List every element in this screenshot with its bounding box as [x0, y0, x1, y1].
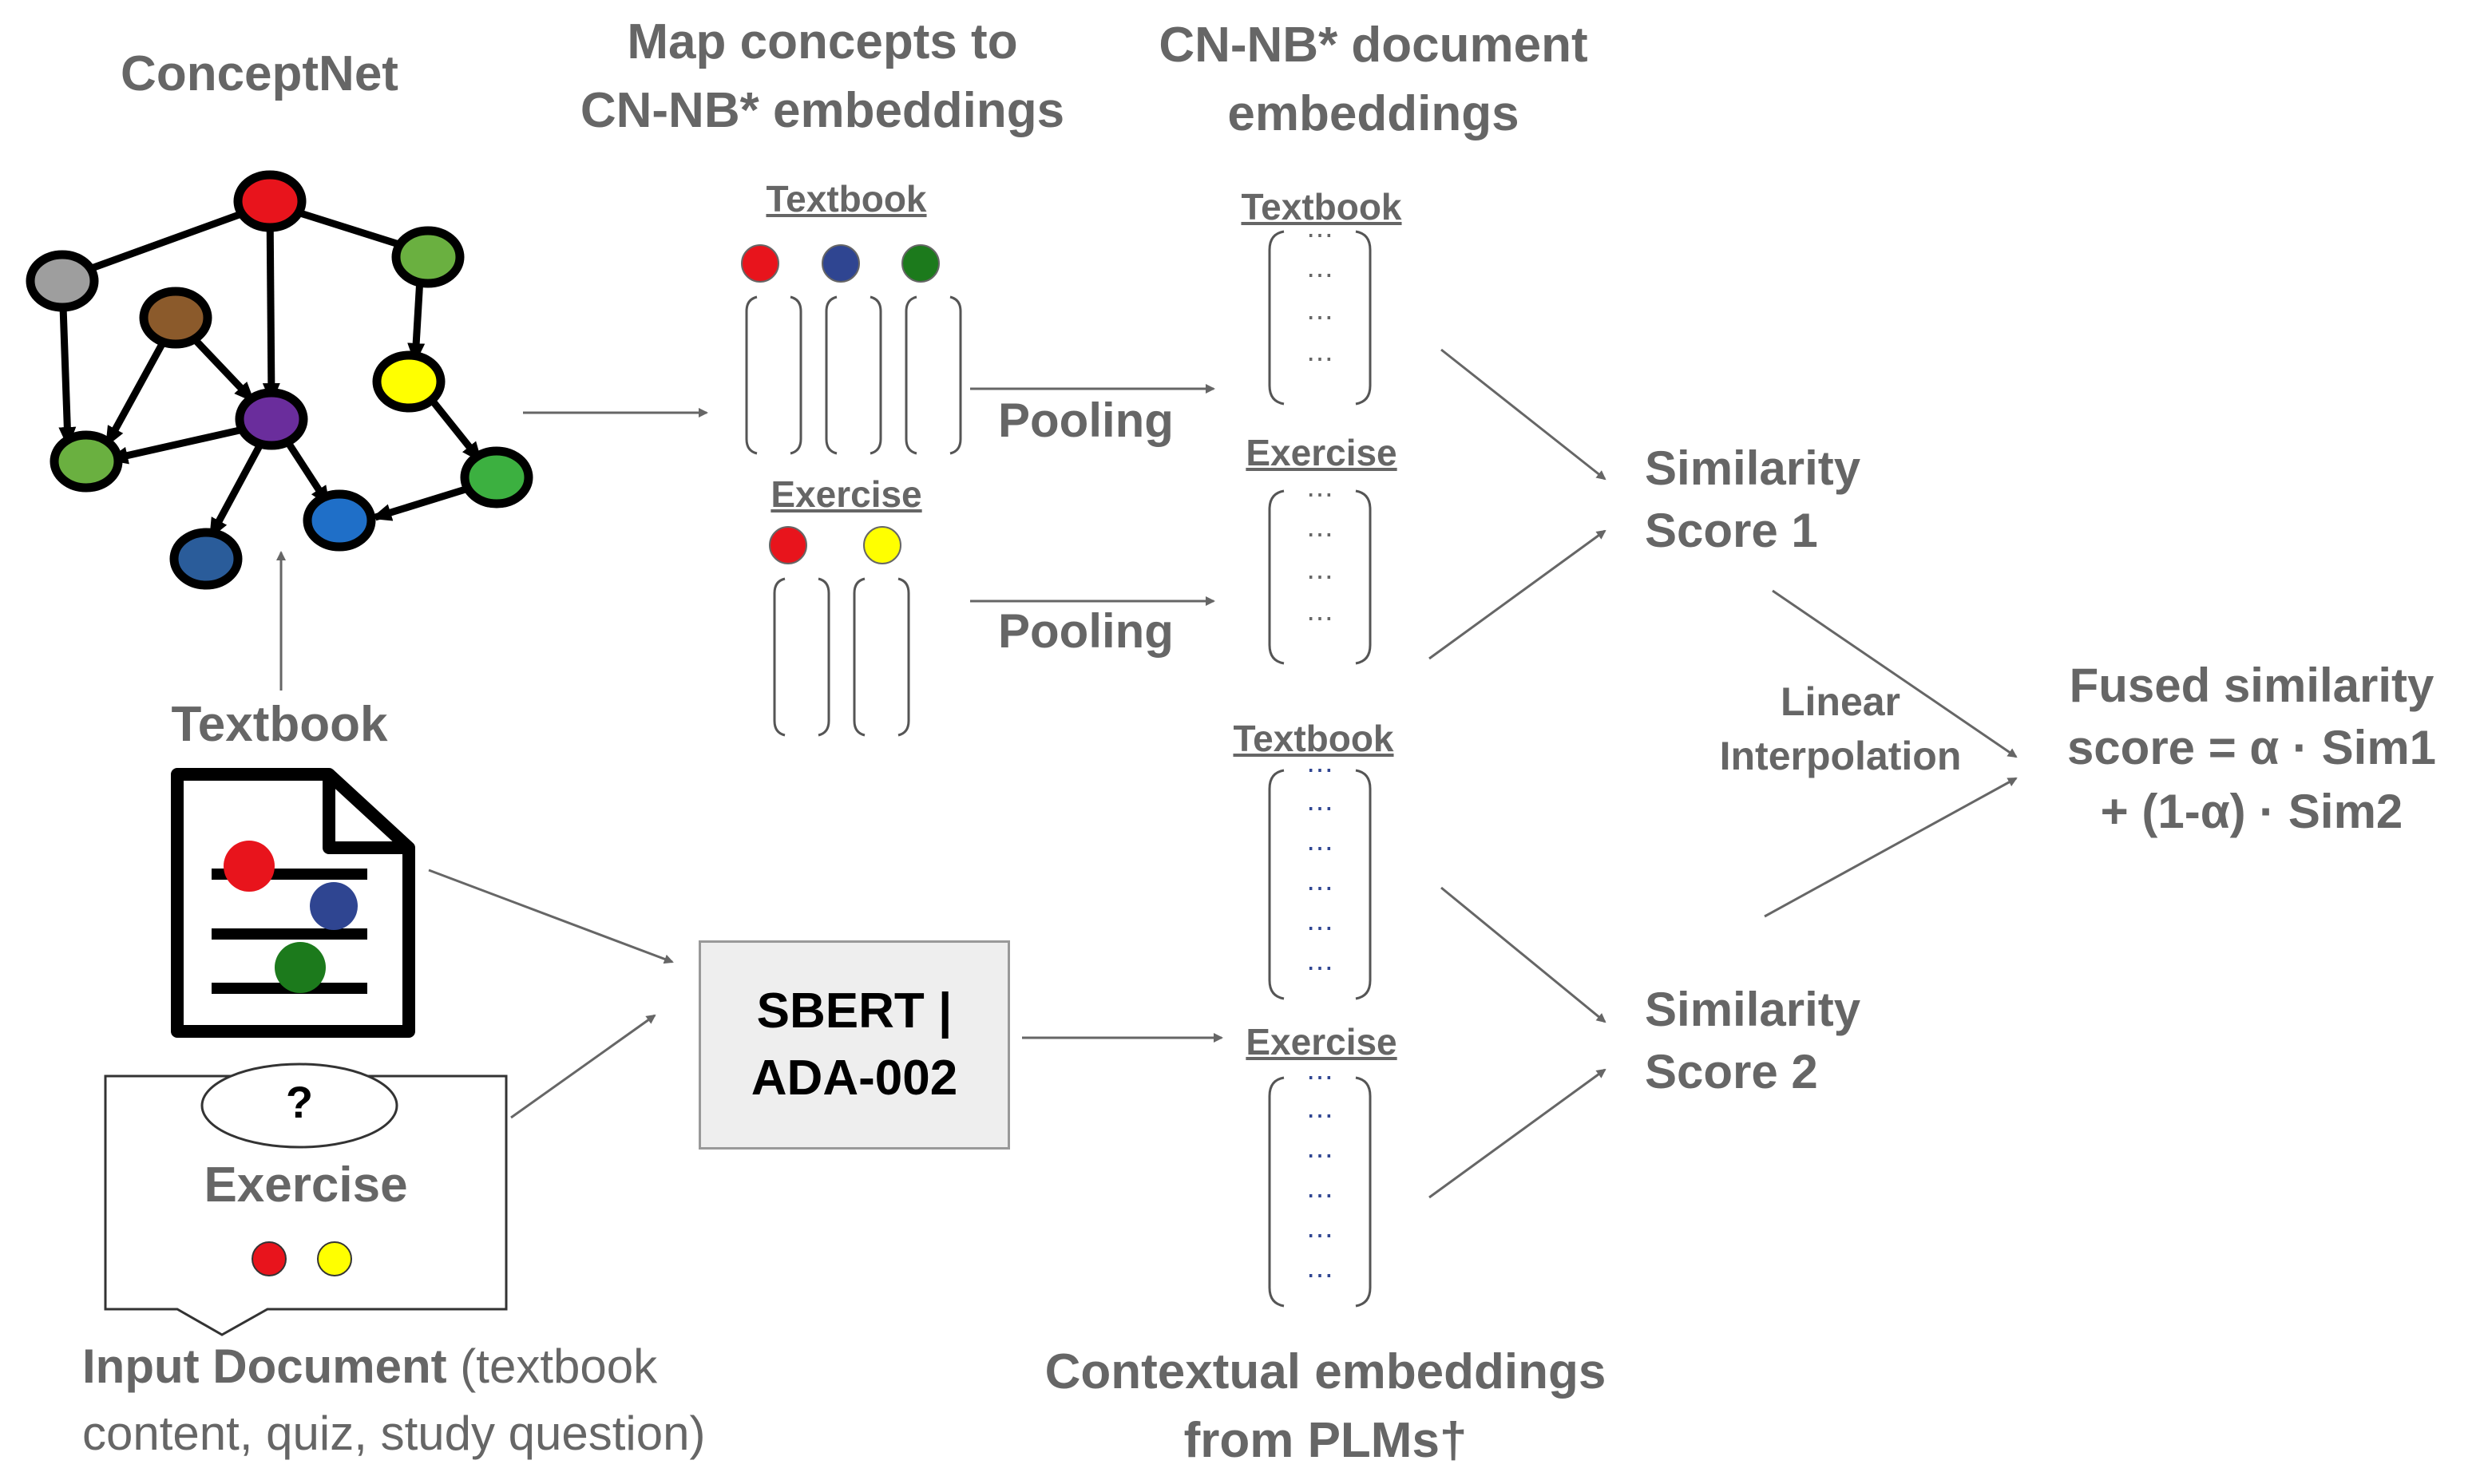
vector-entry: ⋯: [1306, 480, 1333, 510]
question-mark: ?: [285, 1077, 314, 1127]
linear-interpolation-line2: Interpolation: [1719, 734, 1962, 778]
vector-entry: ⋯: [1306, 562, 1333, 592]
input-document-bold: Input Document: [82, 1340, 447, 1393]
input-textbook-label: Textbook: [171, 697, 388, 752]
vector-entry: ⋯: [1306, 873, 1333, 904]
concept-vectors-exercise-label: Exercise: [771, 473, 922, 515]
similarity-score-2-line1: Similarity: [1645, 983, 1861, 1036]
vector-entry: ⋯: [1306, 603, 1333, 634]
contextual-embeddings-line1: Contextual embeddings: [1044, 1344, 1606, 1399]
doc-embeddings-title-line1: CN-NB* document: [1159, 18, 1588, 73]
plm-textbook-label: Textbook: [1233, 718, 1394, 759]
sbert-ada-model-box: SBERT | ADA-002: [699, 940, 1010, 1150]
similarity-score-2-line2: Score 2: [1645, 1045, 1818, 1098]
vector-entry: ⋯: [1306, 1260, 1333, 1291]
fused-score-line2: score = α · Sim1: [2066, 721, 2437, 774]
concept-vectors: [745, 295, 962, 737]
concept-dots: [741, 244, 940, 564]
doc-embeddings-title-line2: embeddings: [1227, 86, 1519, 141]
vector-entry: ⋯: [1306, 833, 1333, 864]
vector-entry: ⋯: [1306, 913, 1333, 944]
similarity-score-1-line2: Score 1: [1645, 504, 1818, 557]
plm-exercise-label: Exercise: [1246, 1021, 1397, 1063]
vector-entry: ⋯: [1306, 1063, 1333, 1093]
flow-arrows: [276, 348, 2018, 1199]
map-concepts-title-line1: Map concepts to: [627, 14, 1018, 69]
contextual-embeddings-line2: from PLMs†: [1183, 1413, 1468, 1468]
vector-entry: ⋯: [1306, 1181, 1333, 1211]
fused-score-line1: Fused similarity: [2069, 659, 2434, 712]
document-vectors: [1268, 230, 1372, 1308]
vector-entry: ⋯: [1306, 1101, 1333, 1131]
vector-entry: ⋯: [1306, 303, 1333, 333]
input-document-rest: (textbook: [446, 1340, 658, 1393]
vector-entry: ⋯: [1306, 953, 1333, 983]
conceptnet-title: ConceptNet: [121, 46, 398, 101]
vector-entry: ⋯: [1306, 755, 1333, 786]
vector-entry: ⋯: [1306, 1141, 1333, 1171]
model-name-line1: SBERT |: [756, 983, 953, 1039]
cn-doc-exercise-label: Exercise: [1246, 432, 1397, 473]
vector-entry: ⋯: [1306, 344, 1333, 374]
concept-vectors-textbook-label: Textbook: [766, 178, 927, 220]
input-document-caption-line1: Input Document (textbook: [82, 1335, 657, 1399]
document-icon: [171, 768, 415, 1038]
model-name-line2: ADA-002: [751, 1051, 958, 1106]
vector-entry: ⋯: [1306, 260, 1333, 291]
input-document-caption-line2: content, quiz, study question): [82, 1407, 706, 1460]
fused-score-line3: + (1-α) · Sim2: [2100, 785, 2403, 838]
map-concepts-title-line2: CN-NB* embeddings: [580, 83, 1065, 138]
vector-entry: ⋯: [1306, 220, 1333, 251]
linear-interpolation-line1: Linear: [1780, 679, 1901, 724]
conceptnet-graph-nodes: [26, 170, 533, 590]
vector-entry: ⋯: [1306, 793, 1333, 824]
similarity-score-1-line1: Similarity: [1645, 441, 1861, 495]
input-exercise-label: Exercise: [204, 1158, 408, 1213]
speech-bubble-icon: [104, 1063, 508, 1336]
vector-entry: ⋯: [1306, 520, 1333, 550]
cn-doc-textbook-label: Textbook: [1241, 186, 1402, 228]
pooling-label-2: Pooling: [998, 604, 1174, 658]
vector-entry: ⋯: [1306, 1221, 1333, 1251]
pooling-label-1: Pooling: [998, 394, 1174, 447]
